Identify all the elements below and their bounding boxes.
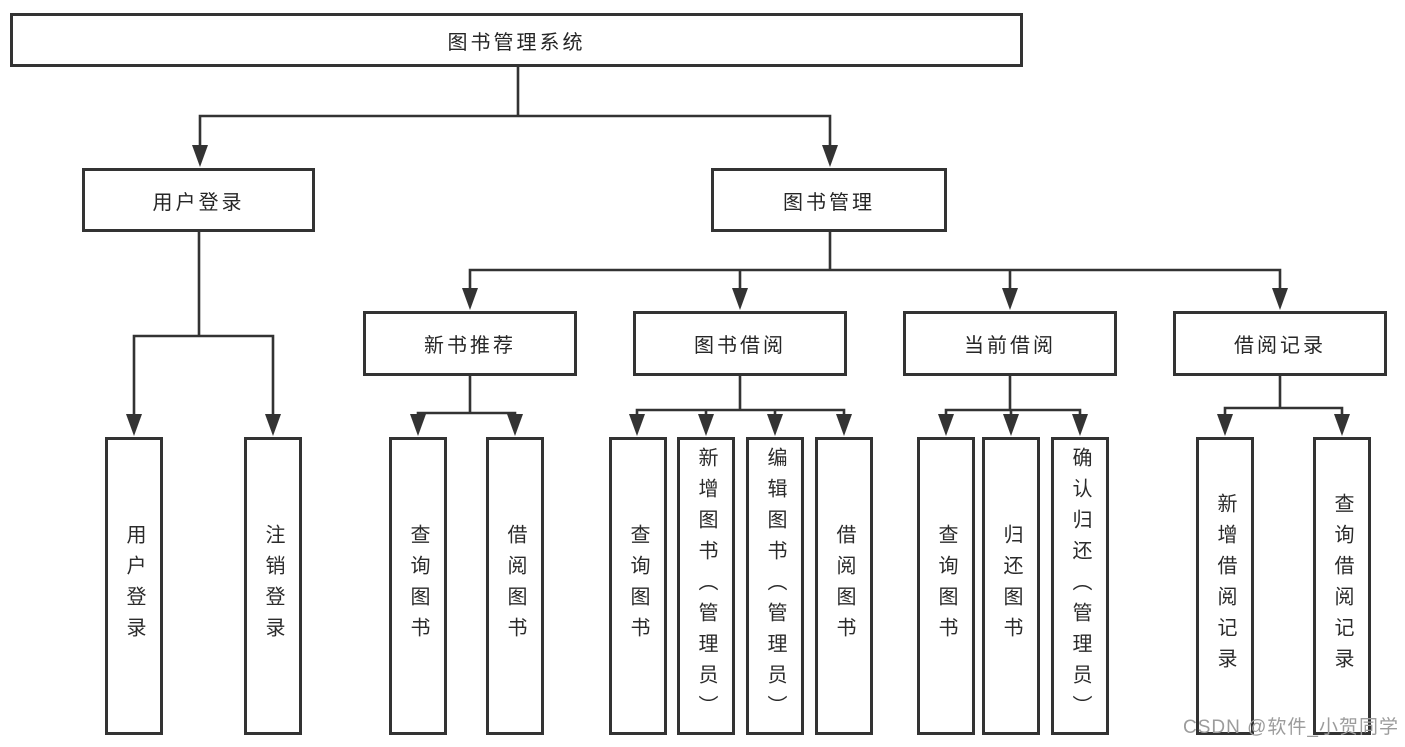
node-label: 注销登录	[262, 524, 284, 648]
node-label: 查询图书	[407, 524, 429, 648]
leaf-return-books: 归还图书	[982, 437, 1040, 735]
node-label: 借阅图书	[833, 524, 855, 648]
node-current-borrow: 当前借阅	[903, 311, 1117, 376]
leaf-borrow-books-2: 借阅图书	[815, 437, 873, 735]
node-label: 归还图书	[1000, 524, 1022, 648]
node-label: 新增借阅记录	[1214, 493, 1236, 679]
node-label: 查询图书	[627, 524, 649, 648]
node-label: 借阅图书	[504, 524, 526, 648]
node-root: 图书管理系统	[10, 13, 1023, 67]
node-label: 确认归还（管理员）	[1069, 446, 1091, 726]
leaf-query-borrow-record: 查询借阅记录	[1313, 437, 1371, 735]
leaf-edit-books-admin: 编辑图书（管理员）	[746, 437, 804, 735]
leaf-query-books-1: 查询图书	[389, 437, 447, 735]
node-book-borrow: 图书借阅	[633, 311, 847, 376]
node-new-book-recommend: 新书推荐	[363, 311, 577, 376]
csdn-watermark: CSDN @软件_小贺同学	[1183, 717, 1399, 738]
leaf-borrow-books-1: 借阅图书	[486, 437, 544, 735]
leaf-confirm-return-admin: 确认归还（管理员）	[1051, 437, 1109, 735]
node-book-management: 图书管理	[711, 168, 947, 232]
node-label: 编辑图书（管理员）	[764, 446, 786, 726]
leaf-add-borrow-record: 新增借阅记录	[1196, 437, 1254, 735]
node-borrow-record: 借阅记录	[1173, 311, 1387, 376]
node-label: 新增图书（管理员）	[695, 446, 717, 726]
leaf-query-books-2: 查询图书	[609, 437, 667, 735]
leaf-logout: 注销登录	[244, 437, 302, 735]
leaf-add-books-admin: 新增图书（管理员）	[677, 437, 735, 735]
leaf-user-login: 用户登录	[105, 437, 163, 735]
node-label: 查询图书	[935, 524, 957, 648]
node-label: 用户登录	[123, 524, 145, 648]
leaf-query-books-3: 查询图书	[917, 437, 975, 735]
node-label: 查询借阅记录	[1331, 493, 1353, 679]
node-user-login: 用户登录	[82, 168, 315, 232]
